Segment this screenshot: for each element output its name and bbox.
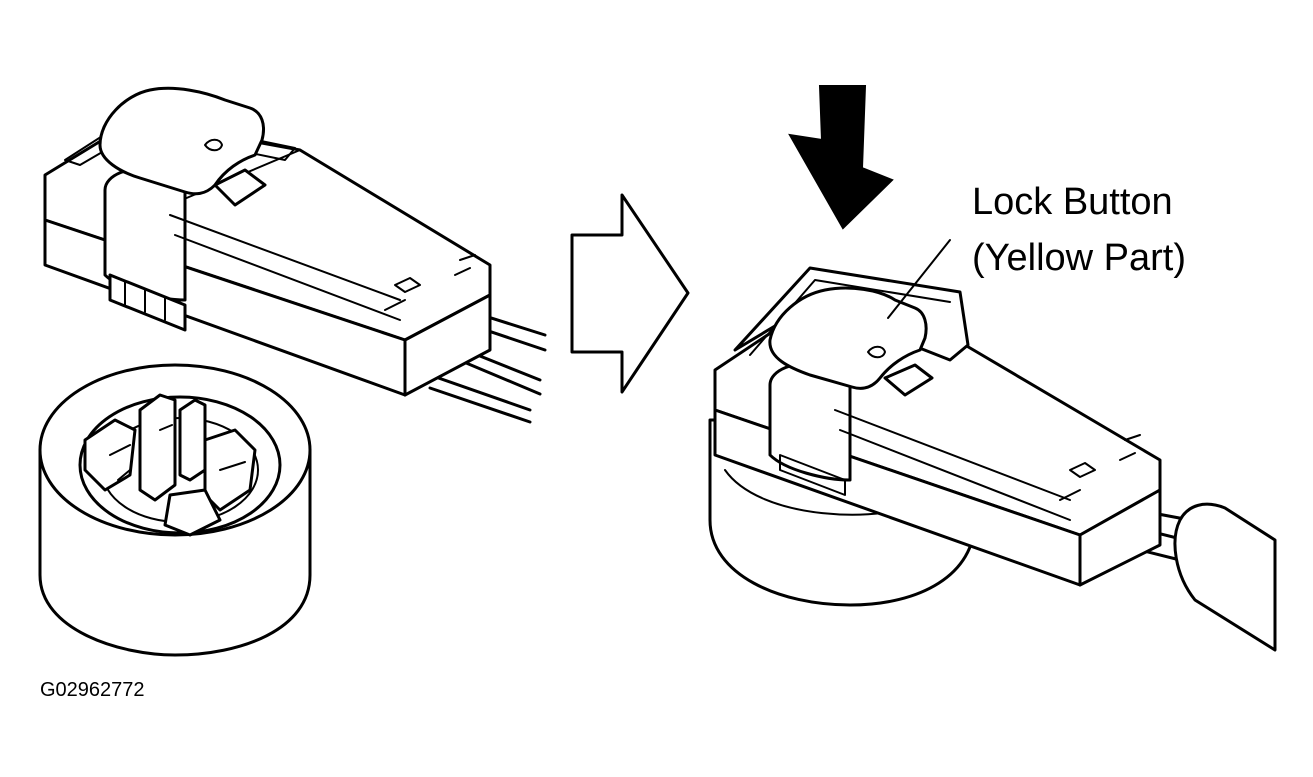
connector-left	[43, 86, 547, 424]
connector-assembled-right	[708, 266, 1277, 652]
callout-label-line1: Lock Button	[972, 181, 1173, 223]
callout-leader-line	[887, 239, 951, 319]
direction-arrow	[570, 193, 690, 394]
figure-code: G02962772	[40, 679, 145, 701]
sensor-body-left	[38, 363, 312, 657]
push-arrow	[788, 85, 894, 230]
callout-label-line2: (Yellow Part)	[972, 237, 1187, 279]
